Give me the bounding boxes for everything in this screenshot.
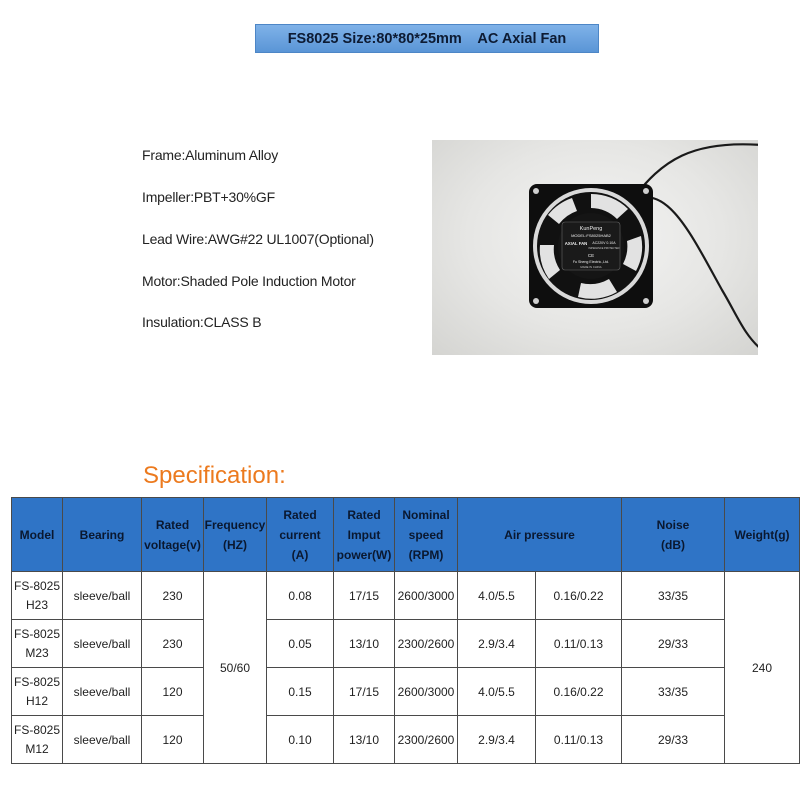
cell-voltage: 120: [141, 715, 204, 764]
cell-voltage: 120: [141, 667, 204, 716]
cell-power: 17/15: [333, 667, 395, 716]
feature-lead-wire: Lead Wire:AWG#22 UL1007(Optional): [142, 231, 374, 247]
fan-product-photo: KunPeng MODEL:FS8025HAB2 AXIAL FAN AC220…: [432, 140, 758, 355]
fan-brand-label: KunPeng: [580, 226, 603, 232]
header-bearing: Bearing: [62, 497, 142, 572]
cell-power: 13/10: [333, 715, 395, 764]
header-air-pressure: Air pressure: [456, 497, 623, 572]
cell-weight: 240: [724, 571, 801, 764]
header-frequency: Frequency(HZ): [203, 497, 267, 572]
cell-air-pressure-2: 0.11/0.13: [534, 619, 623, 668]
cell-speed: 2300/2600: [394, 715, 458, 764]
cell-air-pressure-1: 4.0/5.5: [457, 571, 536, 620]
cell-bearing: sleeve/ball: [62, 619, 142, 668]
cell-voltage: 230: [141, 619, 204, 668]
header-model: Model: [11, 497, 63, 572]
cell-power: 13/10: [333, 619, 395, 668]
header-weight: Weight(g): [724, 497, 801, 572]
cell-air-pressure-1: 2.9/3.4: [457, 715, 536, 764]
cell-noise: 29/33: [621, 619, 726, 668]
cell-air-pressure-1: 2.9/3.4: [457, 619, 536, 668]
specification-heading: Specification:: [143, 462, 286, 489]
cell-current: 0.05: [266, 619, 334, 668]
feature-impeller: Impeller:PBT+30%GF: [142, 189, 275, 205]
cell-air-pressure-2: 0.16/0.22: [534, 571, 623, 620]
cell-current: 0.08: [266, 571, 334, 620]
cell-power: 17/15: [333, 571, 395, 620]
fan-protection-label: IMPEDANCE PROTECTED: [589, 247, 620, 250]
cell-current: 0.15: [266, 667, 334, 716]
cell-bearing: sleeve/ball: [62, 571, 142, 620]
fan-ce-mark: CE: [588, 253, 594, 258]
cell-frequency: 50/60: [203, 571, 267, 764]
cell-air-pressure-2: 0.16/0.22: [534, 667, 623, 716]
cell-bearing: sleeve/ball: [62, 667, 142, 716]
header-noise: Noise(dB): [621, 497, 726, 572]
feature-insulation: Insulation:CLASS B: [142, 314, 262, 330]
fan-illustration: KunPeng MODEL:FS8025HAB2 AXIAL FAN AC220…: [529, 143, 758, 348]
feature-frame: Frame:Aluminum Alloy: [142, 147, 279, 163]
cell-noise: 33/35: [621, 571, 726, 620]
cell-noise: 33/35: [621, 667, 726, 716]
page-title-banner: FS8025 Size:80*80*25mm AC Axial Fan: [255, 24, 599, 53]
cell-speed: 2600/3000: [394, 667, 458, 716]
fan-origin-label: MADE IN CHINA: [580, 265, 601, 269]
cell-current: 0.10: [266, 715, 334, 764]
cell-air-pressure-2: 0.11/0.13: [534, 715, 623, 764]
fan-model-label: MODEL:FS8025HAB2: [571, 233, 612, 238]
fan-maker-label: Fu Sheng Electric.,Ltd.: [573, 260, 609, 264]
cell-air-pressure-1: 4.0/5.5: [457, 667, 536, 716]
feature-motor: Motor:Shaded Pole Induction Motor: [142, 273, 356, 289]
fan-rating-label: AC220V 0.10A: [592, 241, 616, 245]
cell-voltage: 230: [141, 571, 204, 620]
cell-bearing: sleeve/ball: [62, 715, 142, 764]
fan-type-label: AXIAL FAN: [565, 241, 588, 246]
cell-speed: 2600/3000: [394, 571, 458, 620]
cell-noise: 29/33: [621, 715, 726, 764]
cell-speed: 2300/2600: [394, 619, 458, 668]
